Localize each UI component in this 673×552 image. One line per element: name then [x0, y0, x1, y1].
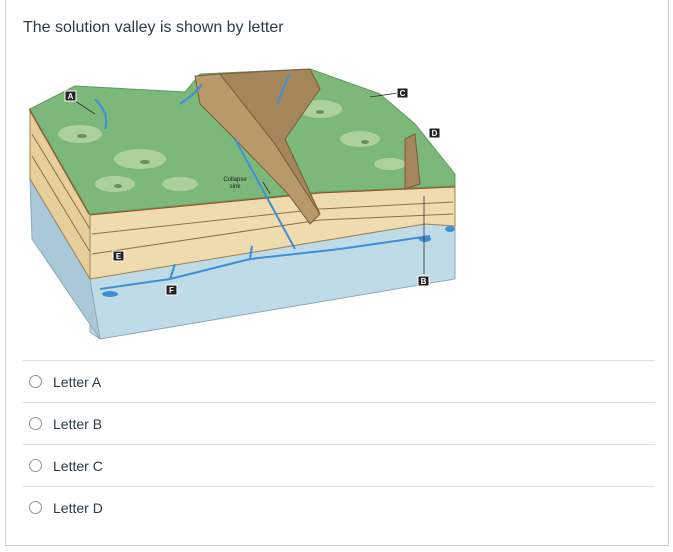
label-b: B: [417, 275, 430, 287]
answer-label[interactable]: Letter C: [53, 457, 103, 474]
label-c: C: [396, 87, 409, 99]
answer-label[interactable]: Letter D: [53, 499, 103, 516]
answer-option-d[interactable]: Letter D: [23, 486, 655, 528]
answer-list: Letter A Letter B Letter C Letter D: [23, 360, 655, 528]
question-text: The solution valley is shown by letter: [23, 19, 284, 36]
sinkholes: [77, 110, 369, 188]
svg-text:D: D: [432, 129, 438, 138]
tower-karst: [404, 133, 421, 190]
label-d: D: [428, 127, 441, 139]
svg-text:E: E: [116, 252, 122, 261]
collapse-sink-label-line2: sink: [230, 184, 242, 190]
radio-button[interactable]: [29, 459, 42, 472]
svg-text:A: A: [68, 92, 74, 101]
karst-landscape-diagram: A C D E F B Collapse sink: [28, 68, 456, 340]
answer-label[interactable]: Letter B: [53, 415, 103, 432]
answer-option-b[interactable]: Letter B: [23, 402, 655, 444]
radio-button[interactable]: [29, 417, 42, 430]
collapse-sink-label-line1: Collapse: [223, 177, 247, 183]
answer-label[interactable]: Letter A: [53, 373, 102, 390]
answer-option-a[interactable]: Letter A: [23, 360, 655, 402]
label-e: E: [112, 250, 125, 262]
streams: [94, 73, 431, 290]
lakes: [102, 226, 455, 297]
radio-button[interactable]: [29, 501, 42, 514]
bedding-lines: [31, 133, 454, 255]
svg-text:B: B: [421, 277, 427, 286]
radio-button[interactable]: [29, 375, 42, 388]
label-a: A: [64, 90, 77, 102]
label-f: F: [165, 284, 178, 296]
svg-text:C: C: [400, 89, 406, 98]
answer-option-c[interactable]: Letter C: [23, 444, 655, 486]
svg-text:F: F: [169, 286, 174, 295]
canyon-wall-right: [219, 68, 321, 215]
question-card: The solution valley is shown by letter: [5, 0, 669, 546]
